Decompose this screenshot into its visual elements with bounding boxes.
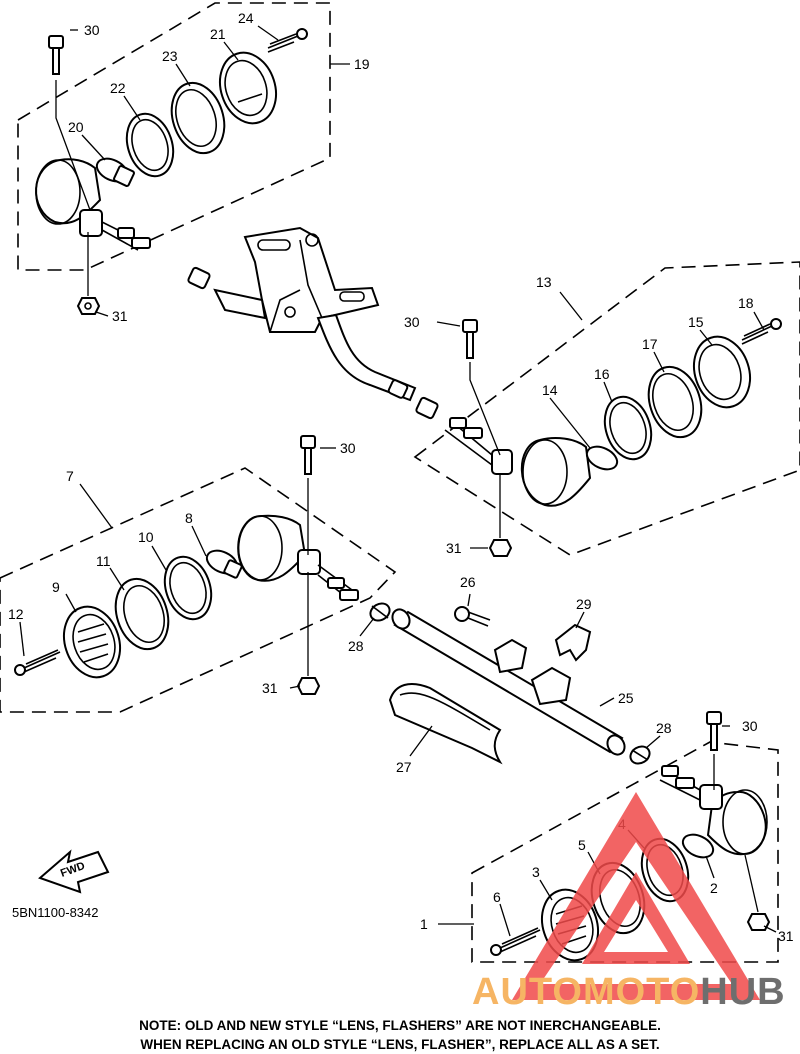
callout-12: 12	[8, 606, 24, 622]
fwd-arrow-icon: FWD	[38, 849, 110, 894]
callout-18: 18	[738, 295, 754, 311]
callout-10: 10	[138, 529, 154, 545]
callout-25: 25	[618, 690, 634, 706]
callout-9: 9	[52, 579, 60, 595]
callout-31-d: 31	[778, 928, 794, 944]
callout-30-d: 30	[742, 718, 758, 734]
callout-7: 7	[66, 468, 74, 484]
callout-17: 17	[642, 336, 658, 352]
callout-24: 24	[238, 10, 254, 26]
cover-27	[388, 683, 503, 765]
callout-19: 19	[354, 56, 370, 72]
flasher-stay-arm-rear	[213, 288, 267, 320]
callout-28-right: 28	[656, 720, 672, 736]
screw-24	[267, 28, 308, 53]
note-line-1: NOTE: OLD AND NEW STYLE “LENS, FLASHERS”…	[139, 1018, 661, 1033]
flasher-assembly-19	[35, 28, 308, 315]
holder-29	[554, 623, 592, 662]
automotohub-watermark-logo: AUTOMOTOHUB	[472, 792, 786, 1013]
callout-1: 1	[420, 916, 428, 932]
callout-30-b: 30	[404, 314, 420, 330]
callout-13: 13	[536, 274, 552, 290]
group-box-7	[0, 467, 397, 713]
callout-30-c: 30	[340, 440, 356, 456]
callout-27: 27	[396, 759, 412, 775]
note-line-2: WHEN REPLACING AN OLD STYLE “LENS, FLASH…	[140, 1037, 660, 1052]
drawing-code: 5BN1100-8342	[12, 905, 99, 920]
callout-29: 29	[576, 596, 592, 612]
watermark-text-automoto: AUTOMOTO	[472, 971, 700, 1013]
callout-28-left: 28	[348, 638, 364, 654]
callout-31-b: 31	[446, 540, 462, 556]
callout-15: 15	[688, 314, 704, 330]
bolt-30-top	[48, 35, 64, 75]
callout-11: 11	[96, 553, 111, 569]
group-box-1	[471, 741, 779, 963]
callout-labels: 1 2 3 4 5 6 7 8 9 10 11 12 13 14 15 16 1…	[8, 10, 794, 944]
flasher-bracket	[243, 226, 380, 333]
group-box-13	[413, 261, 800, 556]
callout-20: 20	[68, 119, 84, 135]
bulb-20	[95, 157, 135, 187]
collar-28-right	[629, 745, 651, 765]
flasher-stay-arm	[316, 313, 417, 402]
collar-28-left	[369, 602, 391, 622]
bolt-26	[454, 606, 491, 627]
callout-2: 2	[710, 880, 718, 896]
callout-31-c: 31	[262, 680, 278, 696]
handlebar-25	[391, 608, 626, 756]
callout-26: 26	[460, 574, 476, 590]
callout-30-a: 30	[84, 22, 100, 38]
callout-14: 14	[542, 382, 558, 398]
svg-text:AUTOMOTOHUB: AUTOMOTOHUB	[472, 971, 786, 1013]
flasher-assembly-13	[387, 318, 782, 557]
callout-23: 23	[162, 48, 178, 64]
callout-22: 22	[110, 80, 126, 96]
callout-8: 8	[185, 510, 193, 526]
callout-5: 5	[578, 837, 586, 853]
callout-16: 16	[594, 366, 610, 382]
watermark-text-hub: HUB	[700, 971, 785, 1013]
note-text: NOTE: OLD AND NEW STYLE “LENS, FLASHERS”…	[0, 1016, 800, 1054]
callout-3: 3	[532, 864, 540, 880]
group-box-19	[17, 2, 331, 271]
callout-6: 6	[493, 889, 501, 905]
callout-21: 21	[210, 26, 226, 42]
nut-31-top	[76, 297, 101, 315]
callout-31-a: 31	[112, 308, 128, 324]
